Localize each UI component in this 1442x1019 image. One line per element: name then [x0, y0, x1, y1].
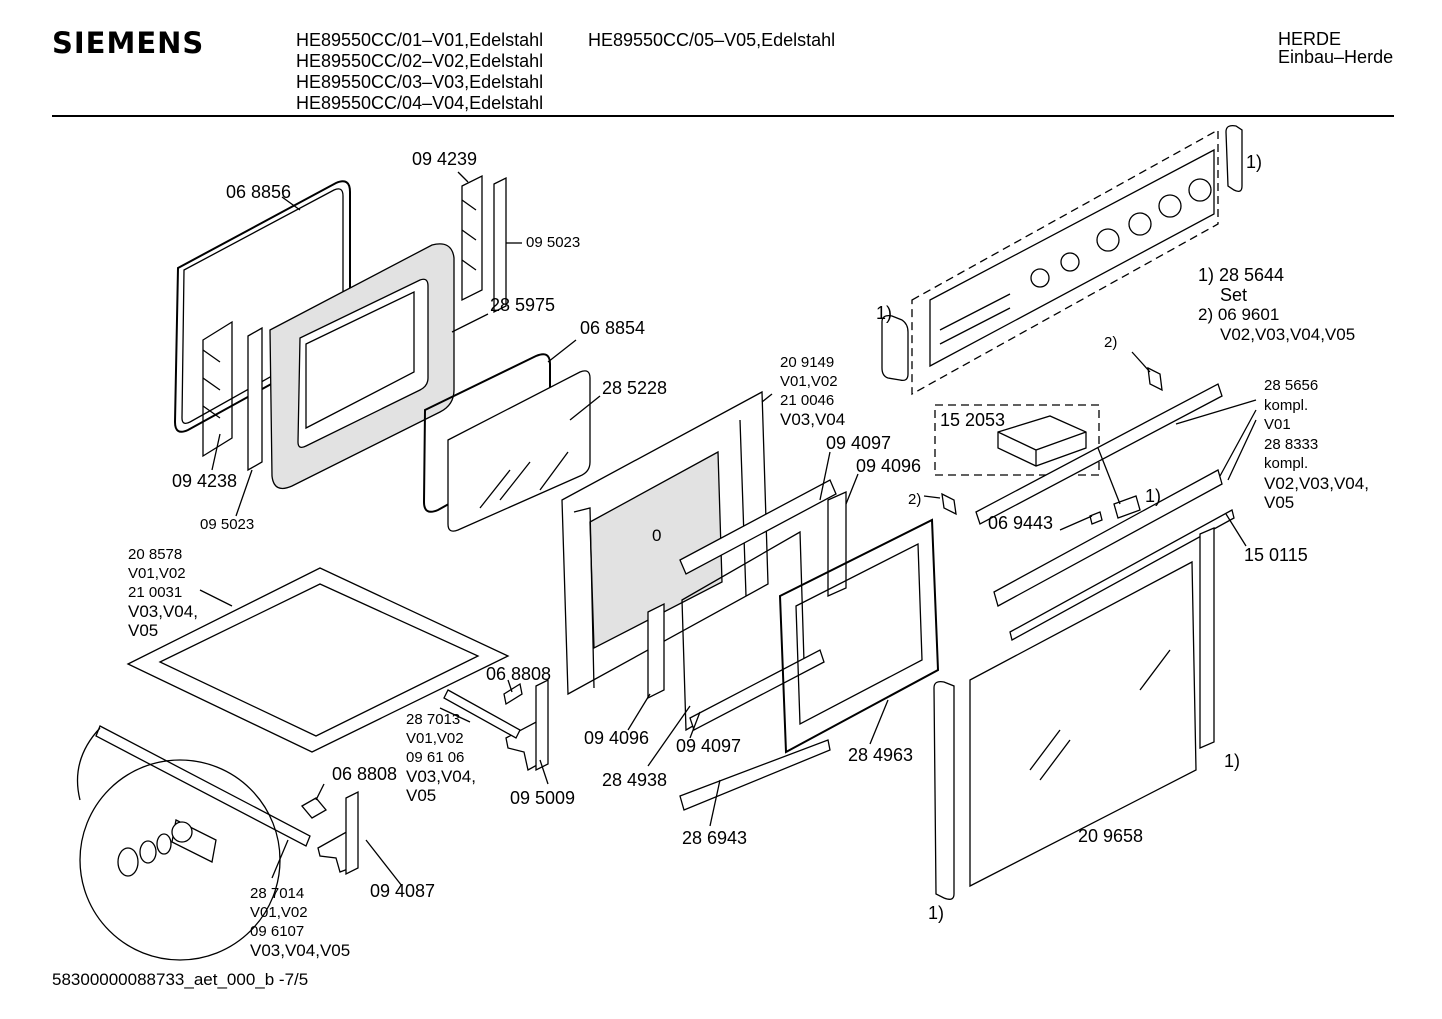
- part-label-block: 28 5656 kompl. V01 28 8333 kompl. V02,V0…: [1264, 376, 1369, 513]
- part-label-line: 28 7013: [406, 711, 461, 728]
- category-line: HERDE: [1278, 29, 1342, 49]
- part-label-line: V05: [406, 786, 437, 805]
- part-label: 28 6943: [682, 828, 748, 848]
- part-label: 09 5023: [526, 234, 581, 251]
- part-label-line: V01,V02: [250, 904, 308, 921]
- rear-rail-detail: [76, 725, 311, 961]
- document-id: 58300000088733_aet_000_b -7/5: [52, 970, 309, 989]
- part-label: 09 4239: [412, 149, 478, 169]
- footnote-marker: 2): [908, 491, 922, 508]
- door-brackets: [647, 479, 847, 732]
- category-line: Einbau–Herde: [1278, 47, 1394, 67]
- set-note-line: 2) 06 9601: [1198, 305, 1280, 324]
- part-label-line: V05: [1264, 493, 1295, 512]
- part-label-line: kompl.: [1264, 455, 1309, 472]
- part-label: 28 4963: [848, 745, 914, 765]
- footnote-marker: 1): [1246, 152, 1263, 172]
- set-note-block: 1) 28 5644 Set 2) 06 9601 V02,V03,V04,V0…: [1198, 265, 1355, 345]
- model-line: HE89550CC/02–V02,Edelstahl: [296, 51, 544, 71]
- part-label-line: V02,V03,V04,: [1264, 473, 1369, 493]
- leader-lines: [199, 171, 1257, 887]
- model-line: HE89550CC/04–V04,Edelstahl: [296, 93, 544, 113]
- model-list: HE89550CC/01–V01,Edelstahl HE89550CC/02–…: [296, 30, 543, 114]
- header-rule: [52, 115, 1394, 117]
- part-label: 0: [652, 526, 662, 545]
- model-line: HE89550CC/05–V05,Edelstahl: [588, 30, 836, 50]
- part-label: 09 4096: [856, 456, 922, 476]
- part-label: 09 4096: [584, 728, 650, 748]
- oven-bottom-plate: [126, 567, 510, 753]
- part-label-line: 09 61 06: [406, 749, 465, 766]
- set-note-line: 1) 28 5644: [1198, 265, 1285, 285]
- part-label-line: V03,V04,V05: [250, 941, 351, 960]
- part-label: 09 4238: [172, 471, 238, 491]
- door-glass-pane: [447, 370, 591, 532]
- part-label: 28 5975: [490, 295, 556, 315]
- part-label-line: V01,V02: [406, 730, 464, 747]
- part-label-line: kompl.: [1264, 396, 1309, 414]
- part-label-line: V01: [1264, 416, 1291, 433]
- part-label: 15 2053: [940, 410, 1006, 430]
- part-label: 06 9443: [988, 513, 1054, 533]
- part-label-block: 20 8578 V01,V02 21 0031 V03,V04, V05: [128, 545, 198, 640]
- part-label: 06 8856: [226, 182, 292, 202]
- part-label: 06 8808: [486, 664, 552, 684]
- brand-logo: SIEMENS: [52, 26, 205, 60]
- floor-brackets: [443, 678, 549, 772]
- footnote-marker: 1): [1224, 751, 1241, 771]
- footnote-marker: 2): [1104, 334, 1118, 351]
- part-label-line: V05: [128, 621, 159, 640]
- part-label: 28 4938: [602, 770, 668, 790]
- part-label-block: 28 7013 V01,V02 09 61 06 V03,V04, V05: [406, 710, 476, 805]
- part-label-line: 20 9149: [780, 354, 835, 371]
- inner-door-frame: [269, 243, 455, 490]
- category: HERDE Einbau–Herde: [1278, 30, 1393, 66]
- control-panel: [881, 124, 1243, 396]
- part-label-line: 09 6107: [250, 923, 305, 940]
- set-note-line: Set: [1220, 285, 1248, 305]
- door-frame-28-4963: [778, 518, 940, 754]
- part-label: 06 8854: [580, 318, 646, 338]
- part-label-block: 20 9149 V01,V02 21 0046 V03,V04: [780, 353, 845, 429]
- door-inner-panel: [561, 390, 769, 696]
- part-label-line: 28 7014: [250, 885, 305, 902]
- bracket-09-4087: [301, 790, 359, 876]
- part-label-line: 21 0046: [780, 392, 835, 409]
- part-label-line: V01,V02: [780, 373, 838, 390]
- part-label: 09 4097: [676, 736, 742, 756]
- part-label-line: 20 8578: [128, 546, 183, 563]
- footnote-marker: 1): [928, 903, 945, 923]
- set-note-line: V02,V03,V04,V05: [1220, 325, 1356, 344]
- outer-door-glass: [933, 527, 1215, 900]
- part-label-block: 28 7014 V01,V02 09 6107 V03,V04,V05: [250, 884, 350, 960]
- part-label-line: V01,V02: [128, 565, 186, 582]
- part-label-line: V03,V04,: [406, 767, 476, 786]
- model-line: HE89550CC/03–V03,Edelstahl: [296, 72, 544, 92]
- part-label-line: 28 5656: [1264, 377, 1319, 394]
- part-label-line: V03,V04,: [128, 602, 198, 621]
- top-trim-bar: [941, 366, 1235, 641]
- part-label: 28 5228: [602, 378, 668, 398]
- part-label-line: V03,V04: [780, 410, 846, 429]
- right-rack-hook: [461, 174, 507, 314]
- footnote-marker: 1): [1145, 486, 1162, 506]
- left-rack-hook: [202, 320, 263, 472]
- control-module-box: [934, 404, 1100, 476]
- part-label: 06 8808: [332, 764, 398, 784]
- part-label-line: 28 8333: [1264, 435, 1319, 453]
- part-label: 20 9658: [1078, 826, 1144, 846]
- part-label-line: 21 0031: [128, 584, 183, 601]
- part-label: 09 4087: [370, 881, 436, 901]
- part-label: 09 5009: [510, 788, 576, 808]
- part-label: 09 5023: [200, 516, 255, 533]
- model-line: HE89550CC/01–V01,Edelstahl: [296, 30, 544, 50]
- part-label: 15 0115: [1244, 545, 1308, 565]
- part-label: 09 4097: [826, 433, 892, 453]
- footnote-marker: 1): [876, 303, 893, 323]
